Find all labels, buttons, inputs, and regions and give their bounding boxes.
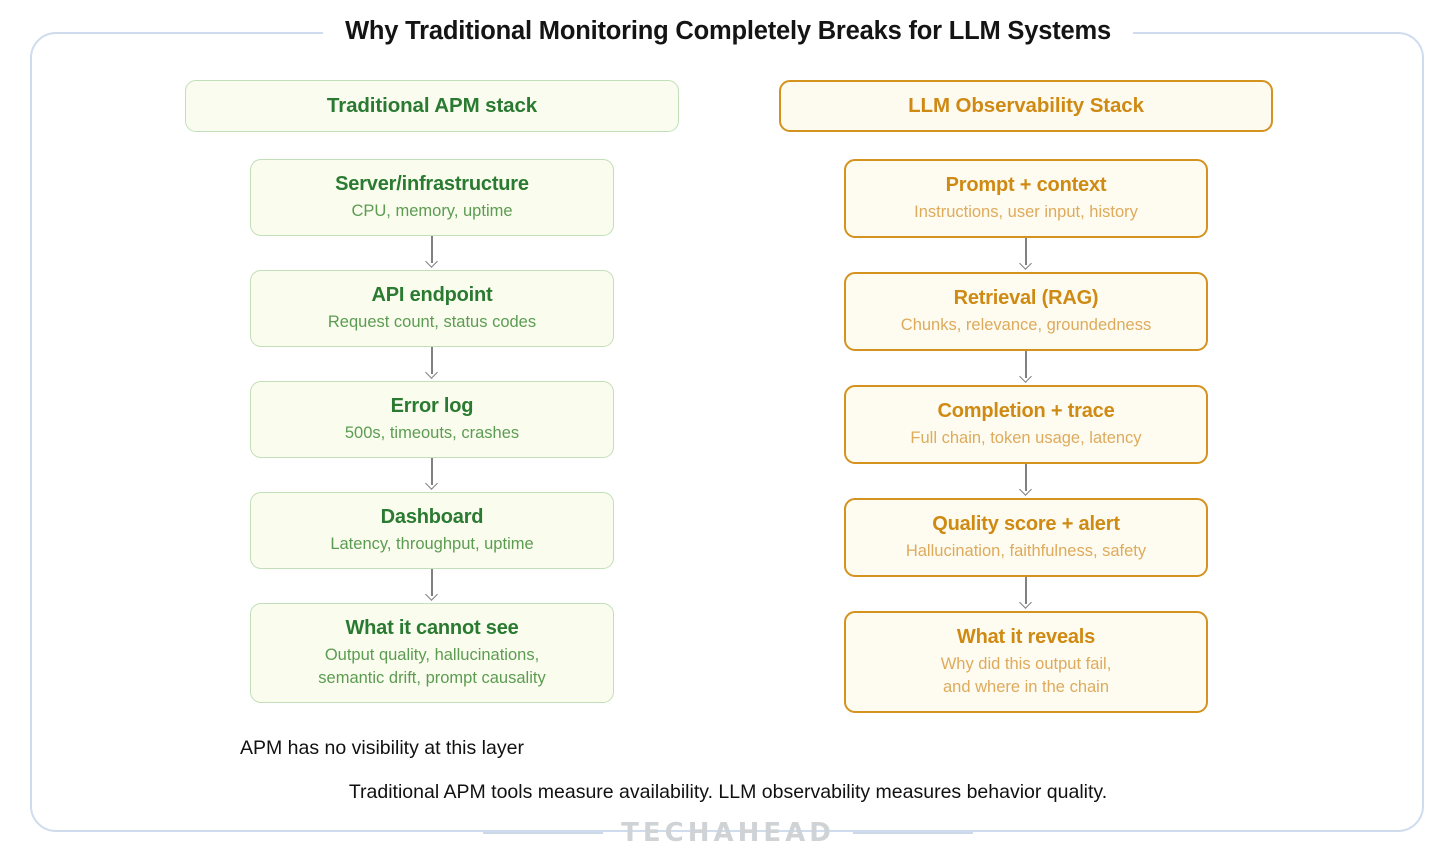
step-title: Retrieval (RAG) xyxy=(953,287,1099,309)
page-title-container: Why Traditional Monitoring Completely Br… xyxy=(0,12,1456,50)
column-llm-observability: LLM Observability Stack Prompt + context… xyxy=(779,80,1273,713)
step-subtitle: CPU, memory, uptime xyxy=(351,202,513,220)
step-title: API endpoint xyxy=(371,284,493,306)
column-header-llm-observability: LLM Observability Stack xyxy=(779,80,1273,132)
step-box: Completion + trace Full chain, token usa… xyxy=(844,385,1208,464)
step-title: Quality score + alert xyxy=(932,513,1120,535)
arrow-down-icon xyxy=(422,347,442,381)
footer-rule-left xyxy=(483,832,604,834)
step-title: Server/infrastructure xyxy=(335,173,529,195)
caption-note: APM has no visibility at this layer xyxy=(240,737,524,759)
step-box: What it reveals Why did this output fail… xyxy=(844,611,1208,713)
step-title: Completion + trace xyxy=(937,400,1115,422)
brand-logo-text: TECHAHEAD xyxy=(621,818,835,848)
page-title: Why Traditional Monitoring Completely Br… xyxy=(323,12,1133,50)
stack-traditional-apm: Server/infrastructure CPU, memory, uptim… xyxy=(185,159,679,703)
stack-llm-observability: Prompt + context Instructions, user inpu… xyxy=(779,159,1273,713)
step-box: Server/infrastructure CPU, memory, uptim… xyxy=(250,159,614,236)
footer-brand: TECHAHEAD xyxy=(0,818,1456,848)
step-box: Prompt + context Instructions, user inpu… xyxy=(844,159,1208,238)
arrow-down-icon xyxy=(422,569,442,603)
step-subtitle: Request count, status codes xyxy=(327,313,537,331)
column-header-traditional-apm: Traditional APM stack xyxy=(185,80,679,132)
arrow-down-icon xyxy=(422,458,442,492)
step-subtitle: Instructions, user input, history xyxy=(914,203,1138,221)
arrow-down-icon xyxy=(1016,351,1036,385)
caption-summary: Traditional APM tools measure availabili… xyxy=(348,781,1108,803)
step-title: What it cannot see xyxy=(345,617,519,639)
step-subtitle: Hallucination, faithfulness, safety xyxy=(905,542,1147,560)
step-subtitle: Latency, throughput, uptime xyxy=(330,535,534,553)
step-box: What it cannot see Output quality, hallu… xyxy=(250,603,614,703)
step-title: What it reveals xyxy=(956,626,1096,648)
step-box: API endpoint Request count, status codes xyxy=(250,270,614,347)
step-box: Quality score + alert Hallucination, fai… xyxy=(844,498,1208,577)
step-box: Retrieval (RAG) Chunks, relevance, groun… xyxy=(844,272,1208,351)
step-subtitle: 500s, timeouts, crashes xyxy=(344,424,520,442)
footer-rule-right xyxy=(852,832,973,834)
arrow-down-icon xyxy=(1016,464,1036,498)
step-title: Dashboard xyxy=(380,506,484,528)
step-title: Prompt + context xyxy=(945,174,1107,196)
step-box: Dashboard Latency, throughput, uptime xyxy=(250,492,614,569)
column-traditional-apm: Traditional APM stack Server/infrastruct… xyxy=(185,80,679,703)
step-subtitle: Output quality, hallucinations, semantic… xyxy=(318,646,546,687)
step-title: Error log xyxy=(390,395,474,417)
arrow-down-icon xyxy=(1016,577,1036,611)
arrow-down-icon xyxy=(1016,238,1036,272)
arrow-down-icon xyxy=(422,236,442,270)
step-subtitle: Why did this output fail, and where in t… xyxy=(940,655,1112,696)
step-box: Error log 500s, timeouts, crashes xyxy=(250,381,614,458)
step-subtitle: Chunks, relevance, groundedness xyxy=(900,316,1152,334)
step-subtitle: Full chain, token usage, latency xyxy=(910,429,1142,447)
